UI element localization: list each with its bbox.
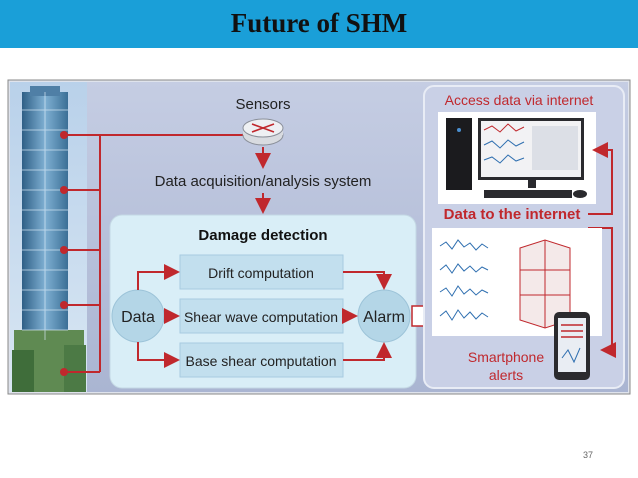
data-to-internet-label: Data to the internet xyxy=(444,206,581,223)
smartphone-icon xyxy=(554,312,590,380)
smartphone-label-line1: Smartphone xyxy=(468,349,544,365)
alarm-label: Alarm xyxy=(363,309,405,326)
shear-wave-computation-label: Shear wave computation xyxy=(184,309,338,325)
access-internet-label: Access data via internet xyxy=(445,92,594,108)
page-number: 37 xyxy=(583,450,594,460)
building-image xyxy=(10,82,87,392)
base-shear-computation-box xyxy=(179,342,344,378)
daq-label: Data acquisition/analysis system xyxy=(155,173,372,190)
sensors-label: Sensors xyxy=(235,96,290,113)
computer-monitor-icon xyxy=(438,112,596,204)
title-bar xyxy=(0,0,638,48)
damage-detection-label: Damage detection xyxy=(198,227,327,244)
drift-computation-label: Drift computation xyxy=(208,265,314,281)
sensor-dots xyxy=(60,131,68,376)
detection-arrows xyxy=(137,264,392,368)
sensor-wires xyxy=(62,134,244,373)
data-label: Data xyxy=(121,309,155,326)
slide-title: Future of SHM xyxy=(230,8,408,38)
shear-wave-computation-box xyxy=(179,298,344,334)
sensor-router-icon xyxy=(242,118,284,146)
base-shear-computation-label: Base shear computation xyxy=(186,353,337,369)
building-3d-model xyxy=(519,239,571,329)
smartphone-label-line2: alerts xyxy=(489,367,523,383)
